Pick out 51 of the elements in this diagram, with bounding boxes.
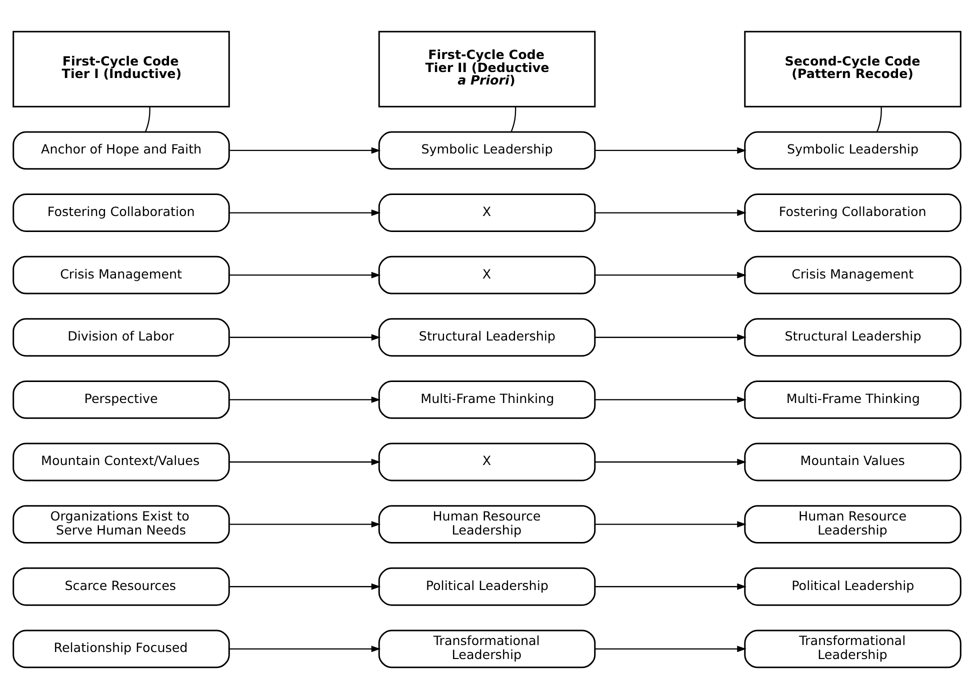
arrow — [229, 209, 381, 216]
node-box: Multi-Frame Thinking — [378, 380, 596, 418]
arrow — [595, 271, 746, 278]
node-box: Transformational Leadership — [744, 629, 962, 668]
arrow — [229, 520, 381, 528]
node-box: Organizations Exist to Serve Human Needs — [12, 504, 230, 544]
arrow — [595, 458, 746, 465]
node-box: Political Leadership — [744, 566, 962, 606]
node-box: Crisis Management — [744, 255, 962, 294]
node-box: Mountain Context/Values — [12, 442, 230, 481]
node-box: Relationship Focused — [12, 629, 230, 668]
arrow — [229, 396, 381, 402]
node-box: Fostering Collaboration — [12, 193, 230, 232]
node-box: Structural Leadership — [378, 318, 596, 356]
node-box: Division of Labor — [12, 318, 230, 356]
arrow — [595, 334, 746, 340]
node-box: Structural Leadership — [744, 318, 962, 356]
node-box: X — [378, 193, 596, 232]
arrow — [229, 271, 381, 278]
node-box: Perspective — [12, 380, 230, 418]
node-box: X — [378, 442, 596, 481]
connector — [510, 106, 516, 132]
node-box: Symbolic Leadership — [378, 130, 596, 170]
arrow — [595, 396, 746, 402]
arrow — [595, 645, 746, 652]
node-box: Human Resource Leadership — [378, 504, 596, 544]
node-box: Fostering Collaboration — [744, 193, 962, 232]
node-box: Second-Cycle Code (Pattern Recode) — [744, 30, 962, 107]
node-box: Crisis Management — [12, 255, 230, 294]
node-box: Scarce Resources — [12, 566, 230, 606]
arrow — [595, 146, 746, 154]
node-box: Transformational Leadership — [378, 629, 596, 668]
arrow — [229, 334, 381, 340]
arrow — [229, 146, 381, 154]
node-box: Human Resource Leadership — [744, 504, 962, 544]
node-box: Anchor of Hope and Faith — [12, 130, 230, 170]
arrow — [595, 582, 746, 590]
node-box: First-Cycle Code Tier I (Inductive) — [12, 30, 230, 107]
connector — [144, 106, 150, 132]
node-box: First-Cycle Code Tier II (Deductive a Priori) — [378, 30, 596, 107]
arrow — [229, 582, 381, 590]
node-box: Political Leadership — [378, 566, 596, 606]
node-box: X — [378, 255, 596, 294]
connector — [876, 106, 882, 132]
node-box: Symbolic Leadership — [744, 130, 962, 170]
node-box: Multi-Frame Thinking — [744, 380, 962, 418]
node-box: Mountain Values — [744, 442, 962, 481]
arrow — [595, 520, 746, 528]
arrow — [229, 645, 381, 652]
arrow — [595, 209, 746, 216]
arrow — [229, 458, 381, 465]
